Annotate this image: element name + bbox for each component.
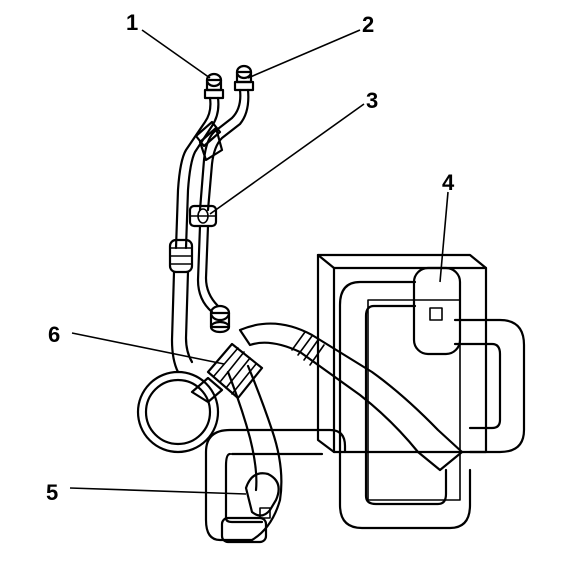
hose-connector	[190, 342, 264, 404]
tube-end-fitting-right	[233, 64, 255, 92]
tube-clip	[188, 204, 218, 228]
callout-4: 4	[442, 170, 455, 195]
callout-6: 6	[48, 322, 60, 347]
leader-3	[209, 103, 365, 215]
callout-3: 3	[366, 88, 378, 113]
lower-heater-hose	[204, 364, 347, 544]
callout-numbers: 1 2 3 4 5 6	[46, 10, 455, 505]
leader-1	[141, 29, 211, 79]
callout-2: 2	[362, 12, 374, 37]
leader-6	[71, 332, 225, 365]
bleed-fitting	[209, 304, 231, 334]
coolant-tubes	[168, 64, 255, 374]
callout-5: 5	[46, 480, 58, 505]
outlet-heater-hose	[238, 322, 464, 472]
leader-4	[439, 191, 449, 283]
heater-valve	[412, 266, 462, 356]
hose-clamp	[291, 331, 325, 366]
tube-end-fitting-left	[203, 72, 225, 100]
leader-5	[69, 487, 247, 495]
callout-1: 1	[126, 10, 138, 35]
round-component	[136, 370, 220, 454]
leader-2	[247, 29, 361, 79]
leader-lines	[69, 29, 449, 495]
heater-hose-loop	[338, 280, 526, 530]
